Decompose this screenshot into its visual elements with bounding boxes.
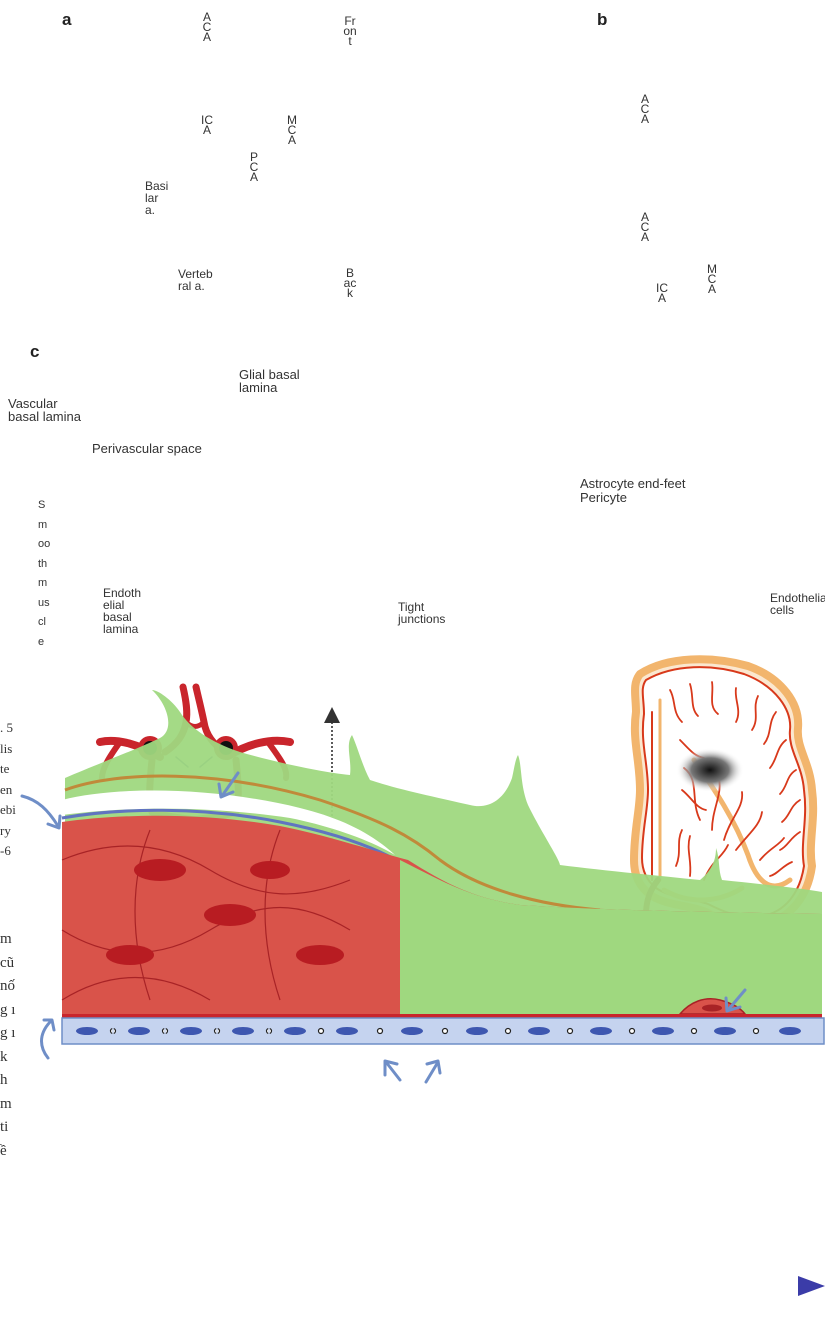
infarct-core bbox=[676, 748, 744, 792]
